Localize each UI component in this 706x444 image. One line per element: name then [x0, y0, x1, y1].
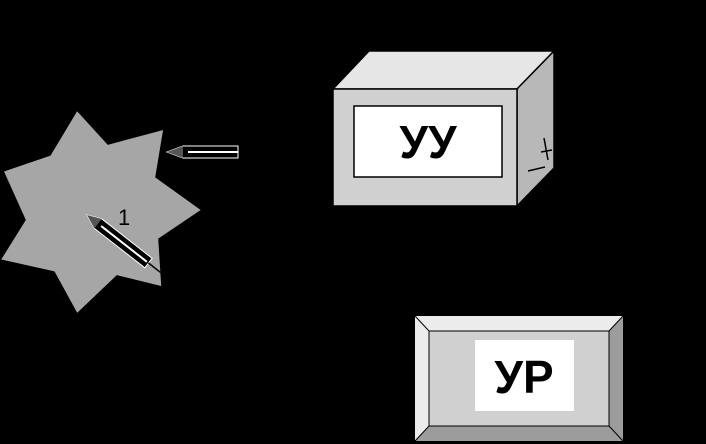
pen-tip	[167, 146, 183, 158]
pen-highlight	[100, 225, 148, 263]
regulator-unit-panel: УР	[414, 315, 624, 442]
panel-bevel-line	[414, 315, 430, 332]
panel-bevel-light	[415, 316, 623, 441]
burst-shape	[0, 108, 204, 316]
star-polygon	[0, 108, 204, 316]
pen-icon	[85, 214, 165, 276]
panel-bevel-line	[608, 315, 624, 332]
panel-bevel-line	[414, 425, 430, 442]
panel-label-area	[475, 340, 574, 411]
regulator-unit-label: УР	[494, 351, 553, 403]
pen-tip	[87, 215, 102, 229]
box-label-panel	[353, 105, 503, 178]
pen-cable	[148, 262, 165, 276]
control-unit-box: УУ	[331, 49, 556, 208]
element-number-label: 1	[118, 205, 130, 230]
panel-bevel-line	[608, 425, 624, 442]
panel-bevel-dark	[415, 316, 623, 441]
box-top-face	[331, 50, 556, 90]
wire-marks	[527, 137, 553, 172]
pen-icon	[165, 145, 239, 159]
control-unit-label: УУ	[399, 116, 458, 168]
